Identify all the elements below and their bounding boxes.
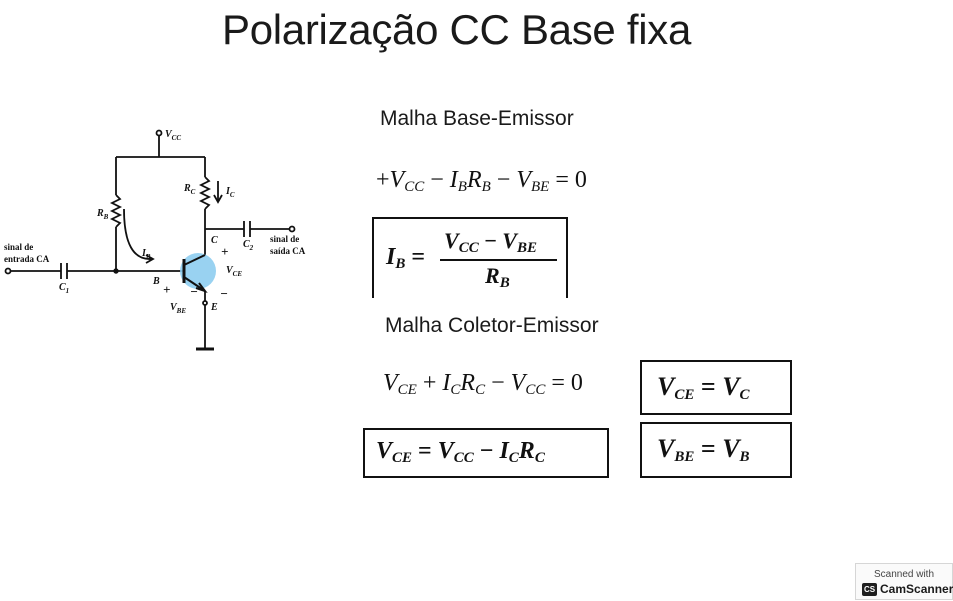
ib-label: IB xyxy=(142,248,151,261)
camscanner-watermark: Scanned with CS CamScanner xyxy=(855,563,953,600)
vce-label: VCE xyxy=(226,265,243,278)
node-b-label: B xyxy=(153,276,160,287)
c2-label: C2 xyxy=(243,239,254,252)
equation-kvl-base: +VCC − IBRB − VBE = 0 xyxy=(376,167,587,195)
rc-label: RC xyxy=(184,183,196,196)
input-signal-label-1: sinal de xyxy=(4,242,34,252)
fraction-line xyxy=(440,259,557,261)
emitter-terminal xyxy=(202,300,208,306)
heading-base-emitter: Malha Base-Emissor xyxy=(380,107,574,130)
vbe-plus: + xyxy=(163,282,171,297)
rc-resistor xyxy=(198,176,212,210)
vcc-terminal xyxy=(155,129,163,137)
output-signal-label-2: saída CA xyxy=(270,246,306,256)
equation-kvl-collector: VCE + ICRC − VCC = 0 xyxy=(383,370,583,398)
page-title: Polarização CC Base fixa xyxy=(221,6,691,53)
vce-plus: + xyxy=(221,244,229,259)
vbe-vb-box xyxy=(640,422,792,478)
watermark-brand: CamScanner xyxy=(880,582,953,596)
equation-ib-numerator: VCC − VBE xyxy=(444,228,537,256)
watermark-scanned-with: Scanned with xyxy=(873,569,935,580)
equation-ib-lhs: IB = xyxy=(386,244,426,272)
node-c-label: C xyxy=(211,235,218,246)
rb-label: RB xyxy=(97,208,109,221)
vbe-label: VBE xyxy=(170,302,187,315)
ib-formula-box xyxy=(372,217,568,298)
c1-label: C1 xyxy=(59,282,70,295)
rb-resistor xyxy=(109,194,123,228)
vce-formula-box xyxy=(363,428,609,478)
equation-vce-equals-vc: VCE = VC xyxy=(657,372,750,403)
vcc-label: VCC xyxy=(165,129,182,142)
output-signal-label-1: sinal de xyxy=(270,234,300,244)
input-signal-label-2: entrada CA xyxy=(4,254,50,264)
vce-vc-box xyxy=(640,360,792,415)
output-terminal xyxy=(288,225,296,233)
equation-vce-formula: VCE = VCC − ICRC xyxy=(376,438,545,466)
camscanner-logo-icon: CS xyxy=(862,583,877,596)
vbe-minus: − xyxy=(190,284,198,299)
heading-collector-emitter: Malha Coletor-Emissor xyxy=(385,314,599,337)
input-terminal xyxy=(4,267,12,275)
circuit-schematic xyxy=(4,129,296,351)
node-e-label: E xyxy=(211,302,218,313)
ic-label: IC xyxy=(226,186,235,199)
equation-ib-denominator: RB xyxy=(485,263,510,291)
equation-vbe-equals-vb: VBE = VB xyxy=(657,434,750,465)
vce-minus: − xyxy=(220,286,228,301)
